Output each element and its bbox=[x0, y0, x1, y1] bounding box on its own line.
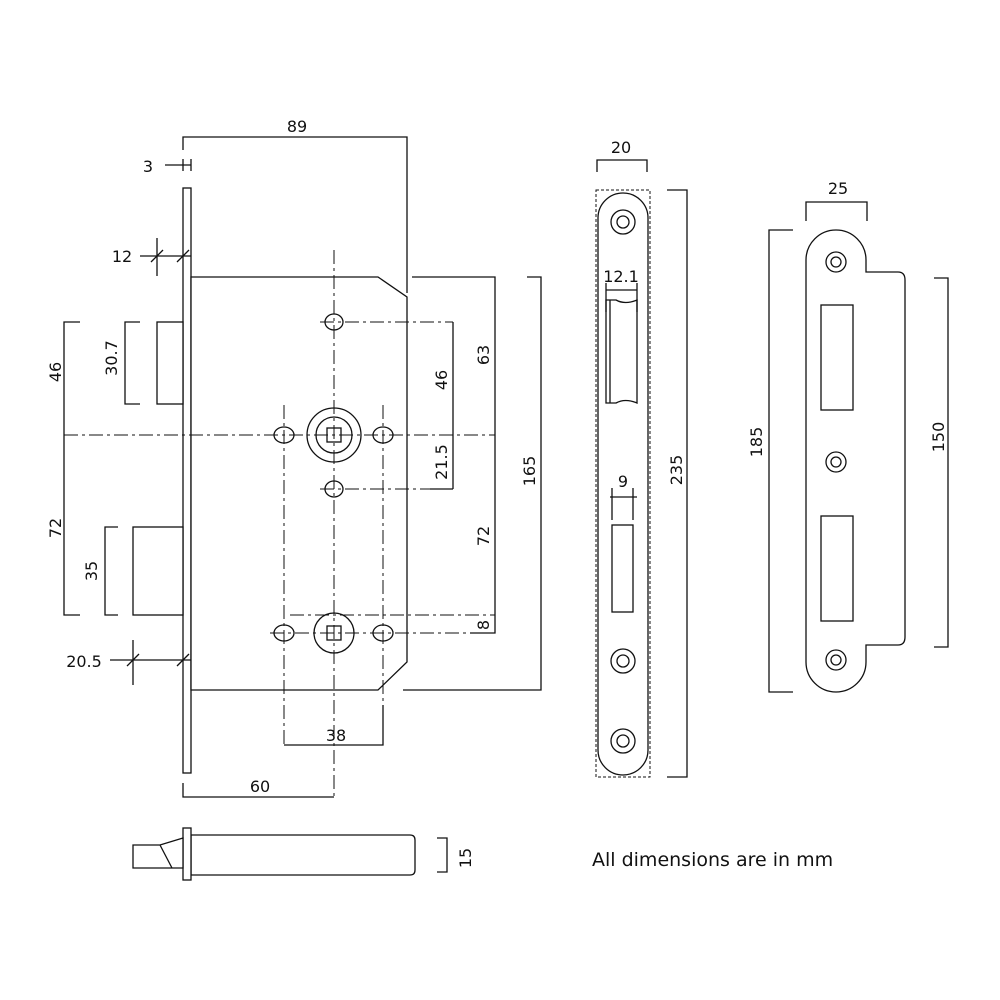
dim-8: 8 bbox=[474, 620, 493, 630]
dim-line-165 bbox=[403, 276, 542, 691]
screw-hole bbox=[610, 648, 636, 674]
dim-9: 9 bbox=[618, 472, 628, 491]
dim-line-30-7 bbox=[124, 321, 140, 405]
fixing-hole bbox=[372, 624, 394, 642]
side-bolt bbox=[132, 837, 184, 869]
bolt-opening bbox=[820, 515, 854, 622]
latch-bolt bbox=[156, 321, 184, 405]
dim-12: 12 bbox=[112, 247, 132, 266]
dim-tick bbox=[176, 249, 190, 263]
dim-12-1: 12.1 bbox=[603, 267, 639, 286]
screw-hole-inner bbox=[616, 734, 630, 748]
dim-3: 3 bbox=[143, 157, 153, 176]
dim-line-38 bbox=[284, 705, 384, 746]
units-note: All dimensions are in mm bbox=[592, 849, 833, 871]
fixing-hole bbox=[372, 426, 394, 444]
dim-tick bbox=[176, 653, 190, 667]
dim-185: 185 bbox=[747, 427, 766, 458]
dim-60: 60 bbox=[250, 777, 270, 796]
dim-line-35 bbox=[104, 526, 118, 616]
dead-bolt bbox=[132, 526, 184, 616]
dim-46-right: 46 bbox=[432, 370, 451, 390]
spindle-square-icon bbox=[326, 427, 342, 443]
dim-line-15 bbox=[437, 837, 448, 873]
dim-line-left bbox=[63, 321, 80, 616]
side-body bbox=[190, 834, 416, 876]
dim-30-7: 30.7 bbox=[102, 340, 121, 376]
dim-72-right: 72 bbox=[474, 526, 493, 546]
follower-inner-ring bbox=[315, 416, 353, 454]
lock-case bbox=[190, 276, 408, 691]
dim-165: 165 bbox=[520, 456, 539, 487]
screw-hole bbox=[610, 728, 636, 754]
dim-line-185 bbox=[768, 229, 793, 693]
latch-opening bbox=[820, 304, 854, 411]
screw-hole bbox=[825, 251, 847, 273]
dim-25: 25 bbox=[828, 179, 848, 198]
fixing-hole bbox=[273, 624, 295, 642]
faceplate-outline-dashed bbox=[595, 189, 651, 778]
side-faceplate bbox=[182, 827, 192, 881]
screw-hole-inner bbox=[830, 654, 842, 666]
dim-20-5: 20.5 bbox=[66, 652, 102, 671]
dim-46-left: 46 bbox=[46, 362, 65, 382]
screw-hole bbox=[825, 451, 847, 473]
strike-plate bbox=[805, 229, 906, 693]
screw-hole bbox=[610, 209, 636, 235]
dim-line-60 bbox=[182, 783, 334, 798]
dim-tick bbox=[126, 653, 140, 667]
dim-line-25 bbox=[805, 201, 868, 221]
follower-outer-ring bbox=[306, 407, 362, 463]
dim-38: 38 bbox=[326, 726, 346, 745]
cylinder-ring bbox=[313, 612, 355, 654]
dim-line-235 bbox=[667, 189, 688, 778]
dim-63: 63 bbox=[474, 345, 493, 365]
screw-hole bbox=[825, 649, 847, 671]
side-view: 15 bbox=[132, 827, 475, 881]
screw-hole-inner bbox=[830, 456, 842, 468]
dim-tick bbox=[150, 249, 164, 263]
screw-hole-inner bbox=[616, 215, 630, 229]
dim-150: 150 bbox=[929, 422, 948, 453]
fixing-hole bbox=[324, 313, 344, 331]
dim-line-63-72 bbox=[412, 276, 496, 634]
dim-35: 35 bbox=[82, 561, 101, 581]
strike-plate-view: 25 185 150 bbox=[747, 179, 949, 693]
dim-235: 235 bbox=[667, 455, 686, 486]
fixing-hole bbox=[324, 480, 344, 498]
faceplate-edge bbox=[182, 187, 192, 774]
latch-slot bbox=[605, 299, 638, 404]
dim-15: 15 bbox=[456, 848, 475, 868]
dim-72-left: 72 bbox=[46, 518, 65, 538]
screw-hole-inner bbox=[830, 256, 842, 268]
dim-89: 89 bbox=[287, 117, 307, 136]
cylinder-square-icon bbox=[326, 625, 342, 641]
dim-20: 20 bbox=[611, 138, 631, 157]
bolt-slot bbox=[611, 524, 634, 613]
faceplate-view: 20 12.1 9 235 bbox=[595, 138, 688, 778]
dim-21-5: 21.5 bbox=[432, 444, 451, 480]
dim-line-89 bbox=[182, 136, 408, 293]
dim-line-20 bbox=[596, 159, 648, 172]
lock-body-view: 89 3 12 20.5 46 72 30.7 35 46 21.5 63 72… bbox=[46, 117, 542, 798]
screw-hole-inner bbox=[616, 654, 630, 668]
dim-line-150 bbox=[934, 277, 949, 648]
fixing-hole bbox=[273, 426, 295, 444]
